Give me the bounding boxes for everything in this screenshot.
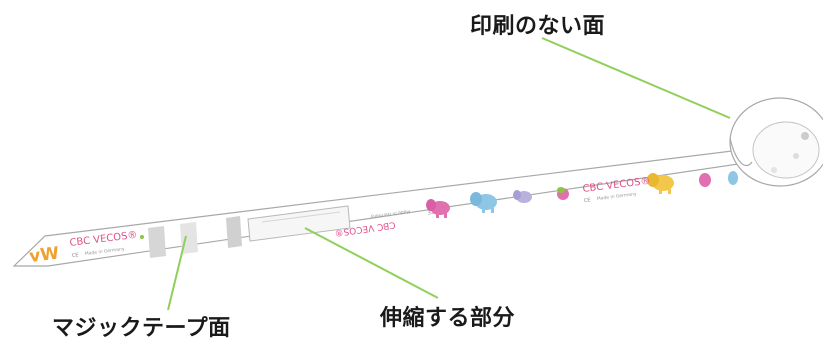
- ce-mark-inverted: CE: [427, 208, 434, 215]
- stretch-window: [247, 205, 351, 242]
- elephant-icon: [647, 173, 674, 194]
- label-velcro-side: マジックテープ面: [52, 316, 231, 341]
- velcro-patch-3: [226, 216, 242, 248]
- leader-line-unprinted: [541, 37, 731, 119]
- elephant-icon: [513, 190, 532, 203]
- ce-mark-right: CE: [584, 197, 591, 204]
- leader-line-velcro: [167, 235, 187, 311]
- vw-logo: vW: [28, 243, 60, 267]
- elephant-icon: [699, 173, 711, 187]
- ce-mark-left: CE: [72, 252, 79, 259]
- leader-line-stretch: [304, 227, 439, 299]
- velcro-patch-1: [148, 226, 166, 258]
- label-stretch-part: 伸縮する部分: [380, 306, 516, 331]
- elephant-icon: [426, 199, 450, 218]
- stretch-inner-line: [261, 211, 341, 223]
- elephant-icon: [728, 171, 738, 185]
- strap-body: [12, 149, 754, 267]
- made-in-text-left: Made in Germany: [85, 246, 126, 257]
- rolled-end: [729, 97, 823, 187]
- made-in-text-inverted: Made in Germany: [370, 208, 411, 220]
- elephant-icon: [557, 187, 569, 200]
- made-in-text-right: Made in Germany: [597, 191, 638, 202]
- elephant-icon: [470, 192, 497, 213]
- label-unprinted-side: 印刷のない面: [470, 14, 606, 39]
- green-dot-icon: [140, 235, 144, 239]
